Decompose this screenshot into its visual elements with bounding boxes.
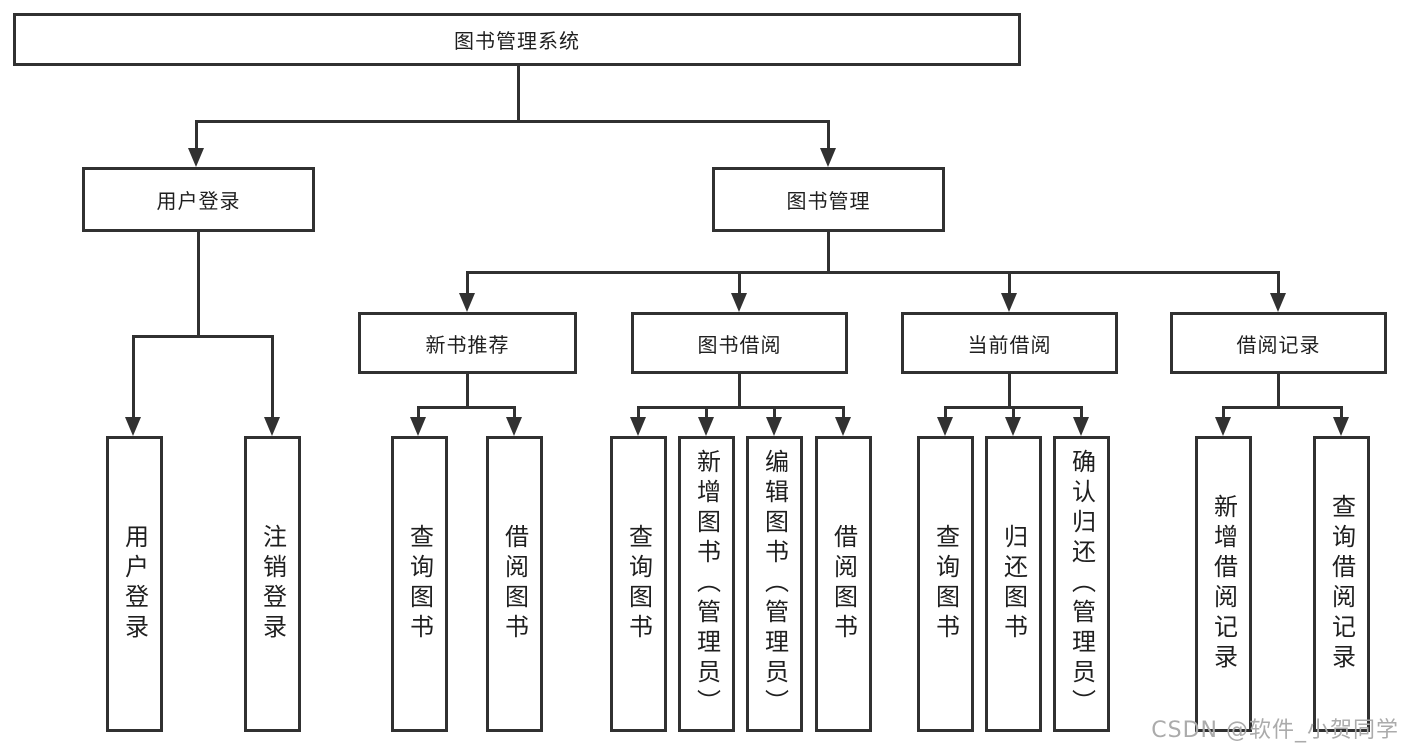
leaf-borrowing-query-books: 查询图书 — [610, 436, 667, 732]
node-root-library-system: 图书管理系统 — [13, 13, 1021, 66]
connector-arrow — [1073, 406, 1090, 436]
leaf-borrowing-add-book-admin: 新增图书（管理员） — [678, 436, 735, 732]
node-book-management: 图书管理 — [712, 167, 945, 232]
connector-arrow — [1270, 271, 1287, 312]
connector-line — [195, 120, 830, 123]
leaf-newbook-query-books: 查询图书 — [391, 436, 448, 732]
node-label: 用户登录 — [120, 524, 149, 644]
connector-line — [738, 374, 741, 408]
node-label: 编辑图书（管理员） — [760, 449, 789, 719]
node-label: 借阅记录 — [1236, 332, 1321, 357]
connector-arrow — [731, 271, 748, 312]
connector-arrow — [1005, 406, 1022, 436]
connector-arrow — [766, 406, 783, 436]
connector-line — [1277, 374, 1280, 408]
node-label: 新书推荐 — [425, 332, 510, 357]
connector-arrow — [1001, 271, 1018, 312]
node-label: 借阅图书 — [829, 524, 858, 644]
node-label: 图书管理 — [786, 189, 871, 213]
node-label: 用户登录 — [156, 189, 241, 213]
connector-arrow — [1333, 406, 1350, 436]
connector-arrow — [630, 406, 647, 436]
node-label: 查询图书 — [624, 524, 653, 644]
connector-arrow — [937, 406, 954, 436]
leaf-borrowing-edit-book-admin: 编辑图书（管理员） — [746, 436, 803, 732]
node-label: 查询图书 — [931, 524, 960, 644]
connector-line — [1008, 374, 1011, 408]
connector-line — [517, 66, 520, 122]
connector-line — [466, 374, 469, 408]
connector-line — [827, 232, 830, 273]
node-new-book-recommendation: 新书推荐 — [358, 312, 577, 374]
connector-arrow — [820, 120, 837, 167]
connector-line — [466, 271, 1280, 274]
connector-line — [132, 335, 274, 338]
leaf-records-add-borrow-record: 新增借阅记录 — [1195, 436, 1252, 732]
connector-arrow — [125, 335, 142, 436]
node-label: 查询图书 — [405, 524, 434, 644]
node-label: 归还图书 — [999, 524, 1028, 644]
connector-line — [637, 406, 845, 409]
leaf-user-login: 用户登录 — [106, 436, 163, 732]
connector-line — [1222, 406, 1343, 409]
connector-arrow — [506, 406, 523, 436]
leaf-records-query-borrow-record: 查询借阅记录 — [1313, 436, 1370, 732]
node-label: 图书管理系统 — [454, 29, 580, 53]
node-label: 图书借阅 — [697, 332, 782, 357]
connector-arrow — [698, 406, 715, 436]
leaf-logout: 注销登录 — [244, 436, 301, 732]
node-label: 注销登录 — [258, 524, 287, 644]
leaf-current-query-books: 查询图书 — [917, 436, 974, 732]
node-label: 新增借阅记录 — [1209, 494, 1238, 674]
leaf-newbook-borrow-books: 借阅图书 — [486, 436, 543, 732]
connector-arrow — [459, 271, 476, 312]
node-borrowing-records: 借阅记录 — [1170, 312, 1387, 374]
leaf-current-return-books: 归还图书 — [985, 436, 1042, 732]
node-book-borrowing: 图书借阅 — [631, 312, 848, 374]
connector-line — [197, 232, 200, 337]
connector-line — [417, 406, 516, 409]
node-label: 新增图书（管理员） — [692, 449, 721, 719]
node-current-borrowing: 当前借阅 — [901, 312, 1118, 374]
csdn-watermark: CSDN @软件_小贺同学 — [1151, 718, 1399, 743]
connector-arrow — [1215, 406, 1232, 436]
node-user-login: 用户登录 — [82, 167, 315, 232]
connector-arrow — [835, 406, 852, 436]
connector-arrow — [188, 120, 205, 167]
connector-arrow — [410, 406, 427, 436]
node-label: 借阅图书 — [500, 524, 529, 644]
leaf-borrowing-borrow-books: 借阅图书 — [815, 436, 872, 732]
leaf-current-confirm-return-admin: 确认归还（管理员） — [1053, 436, 1110, 732]
node-label: 确认归还（管理员） — [1067, 449, 1096, 719]
node-label: 当前借阅 — [967, 332, 1052, 357]
connector-arrow — [264, 335, 281, 436]
node-label: 查询借阅记录 — [1327, 494, 1356, 674]
